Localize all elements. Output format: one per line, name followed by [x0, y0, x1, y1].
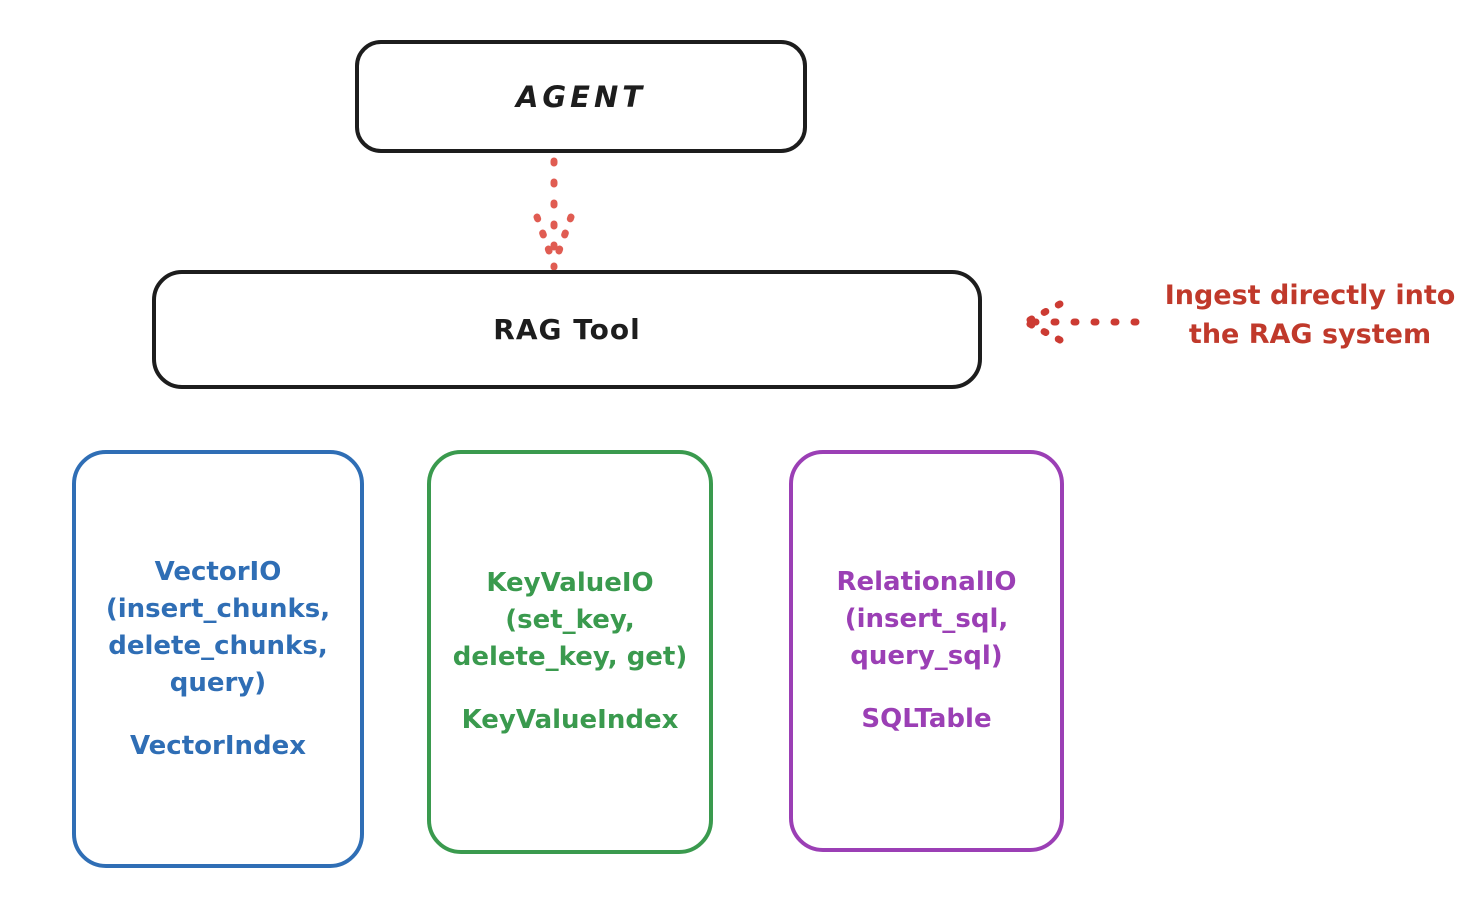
ingest-annotation-line-2: the RAG system [1188, 319, 1432, 350]
key-value-io-line-5: KeyValueIndex [461, 705, 679, 735]
relational-io-line-5: SQLTable [861, 704, 992, 734]
relational-io-node-text: RelationalIO (insert_sql, query_sql) SQL… [801, 564, 1052, 738]
key-value-io-node[interactable]: KeyValueIO (set_key, delete_key, get) Ke… [427, 450, 713, 854]
ingest-arrow [1022, 300, 1140, 344]
key-value-io-line-3: delete_key, get) [452, 642, 688, 672]
vector-io-line-3: delete_chunks, [108, 630, 328, 661]
relational-io-node[interactable]: RelationalIO (insert_sql, query_sql) SQL… [789, 450, 1064, 852]
ingest-annotation: Ingest directly into the RAG system [1145, 276, 1475, 354]
vector-io-line-6: VectorIndex [129, 730, 307, 761]
rag-tool-node-label: RAG Tool [493, 313, 641, 346]
agent-to-rag-tool-arrow [533, 157, 575, 271]
key-value-io-node-text: KeyValueIO (set_key, delete_key, get) Ke… [439, 565, 701, 739]
key-value-io-line-2: (set_key, [505, 605, 635, 635]
vector-io-line-4: query) [169, 667, 267, 698]
ingest-annotation-line-1: Ingest directly into [1164, 280, 1456, 311]
vector-io-node[interactable]: VectorIO (insert_chunks, delete_chunks, … [72, 450, 364, 868]
key-value-io-line-1: KeyValueIO [486, 568, 654, 598]
relational-io-line-3: query_sql) [850, 641, 1003, 671]
relational-io-line-2: (insert_sql, [844, 604, 1009, 634]
rag-tool-node[interactable]: RAG Tool [152, 270, 982, 389]
vector-io-line-1: VectorIO [154, 556, 282, 587]
vector-io-node-text: VectorIO (insert_chunks, delete_chunks, … [84, 554, 352, 765]
relational-io-line-1: RelationalIO [836, 567, 1017, 597]
agent-node-label: AGENT [515, 79, 647, 114]
vector-io-line-2: (insert_chunks, [105, 593, 331, 624]
agent-node[interactable]: AGENT [355, 40, 807, 153]
